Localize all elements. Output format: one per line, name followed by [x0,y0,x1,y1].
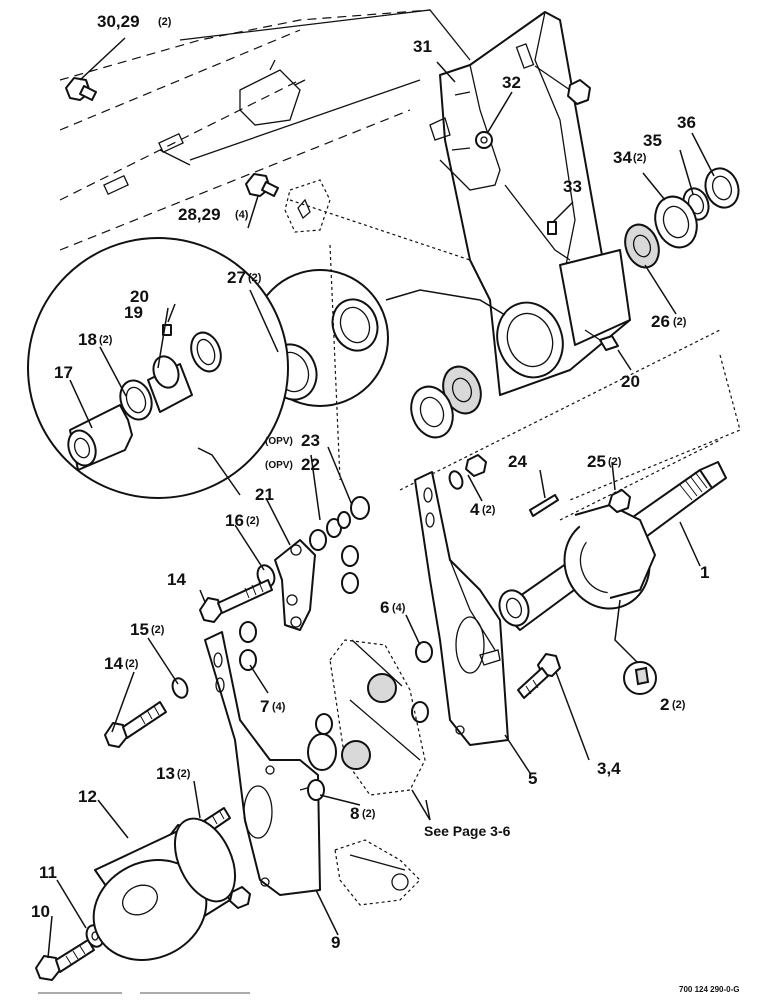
bolt-3 [517,653,561,699]
callout-13: 13 [156,764,175,783]
figure-id: 700 124 290-0-G [679,985,740,994]
callout-19: 19 [124,303,143,322]
callout-23: 23 [301,431,320,450]
callout-4-qty: (2) [482,504,496,516]
callout-20-inset: 20 [130,287,149,306]
drive-shaft-1 [499,461,727,695]
callout-24: 24 [508,452,527,471]
nut-25 [608,489,631,513]
callout-25: 25 [587,452,606,471]
bolt-14-lower [104,677,189,748]
nut-plate-9 [229,886,251,909]
header-frame-phantom [59,9,471,251]
callout-14-lower-qty: (2) [125,658,139,670]
assembly-centerlines [289,199,741,521]
callout-35: 35 [643,131,662,150]
callout-15-qty: (2) [151,624,165,636]
callout-32: 32 [502,73,521,92]
bolt-10 [35,939,95,981]
leader-lines [47,37,715,959]
callout-14-lower: 14 [104,654,123,673]
callout-8-qty: (2) [362,808,376,820]
callout-22: 22 [301,455,320,474]
callout-27-qty: (2) [248,272,262,284]
callout-5: 5 [528,769,537,788]
callout-15: 15 [130,620,149,639]
chain-detail [334,839,421,906]
callout-18-qty: (2) [99,334,113,346]
bolt-14-upper [199,579,273,623]
callout-6: 6 [380,598,389,617]
callout-33: 33 [563,177,582,196]
callout-16: 16 [225,511,244,530]
callout-6-qty: (4) [392,602,406,614]
callout-21: 21 [255,485,274,504]
callout-16-qty: (2) [246,515,260,527]
callout-7-qty: (4) [272,701,286,713]
callout-1: 1 [700,563,709,582]
callout-3-4: 3,4 [597,759,621,778]
see-page-note: See Page 3-6 [424,823,511,839]
callout-28-29-qty: (4) [235,209,249,221]
spacers-6 [411,641,433,723]
lock-collar-36 [704,167,740,209]
callout-26: 26 [651,312,670,331]
callout-28-29: 28,29 [178,205,221,224]
callout-11: 11 [39,863,57,882]
idler-arm-21 [256,539,316,631]
bolt-30 [65,77,97,101]
callout-36: 36 [677,113,696,132]
cone-bearing-26 [624,223,660,269]
nuts-4 [448,454,487,490]
pulley-12 [92,817,237,961]
gear-case-phantom [307,639,426,796]
callout-30-29: 30,29 [97,12,140,31]
bolt-28 [245,173,331,233]
grease-fitting-20 [584,329,619,351]
callout-10: 10 [31,902,50,921]
callout-34: 34 [613,148,632,167]
mount-plate-9 [204,631,321,896]
callout-8: 8 [350,804,359,823]
spacers-7 [239,621,257,671]
callout-2: 2 [660,695,669,714]
callout-13-qty: (2) [177,768,191,780]
callout-7: 7 [260,697,269,716]
grease-fitting-33 [547,221,557,235]
callout-30-29-qty: (2) [158,16,172,28]
callout-27: 27 [227,268,246,287]
callout-17: 17 [54,363,73,382]
nut-top [534,65,591,105]
callout-14-upper: 14 [167,570,186,589]
callout-18: 18 [78,330,97,349]
callout-31: 31 [413,37,432,56]
callout-22-opv: (OPV) [265,460,293,471]
washers-22-23 [309,496,370,594]
key-24 [529,494,559,517]
callout-2-qty: (2) [672,699,686,711]
callout-34-qty: (2) [633,152,647,164]
mount-bracket-31 [429,11,631,396]
callout-9: 9 [331,933,340,952]
shaft-bushing [498,589,530,627]
callout-labels: 30,29 (2) 31 32 33 36 35 34 (2) 28,29 (4… [31,12,740,994]
callout-12: 12 [78,787,97,806]
callout-26-qty: (2) [673,316,687,328]
callout-25-qty: (2) [608,456,622,468]
cup-left [410,385,454,439]
cup-34 [654,195,698,249]
callout-23-opv: (OPV) [265,436,293,447]
callout-20-right: 20 [621,372,640,391]
callout-4: 4 [470,500,480,519]
bolt-32 [475,131,493,149]
